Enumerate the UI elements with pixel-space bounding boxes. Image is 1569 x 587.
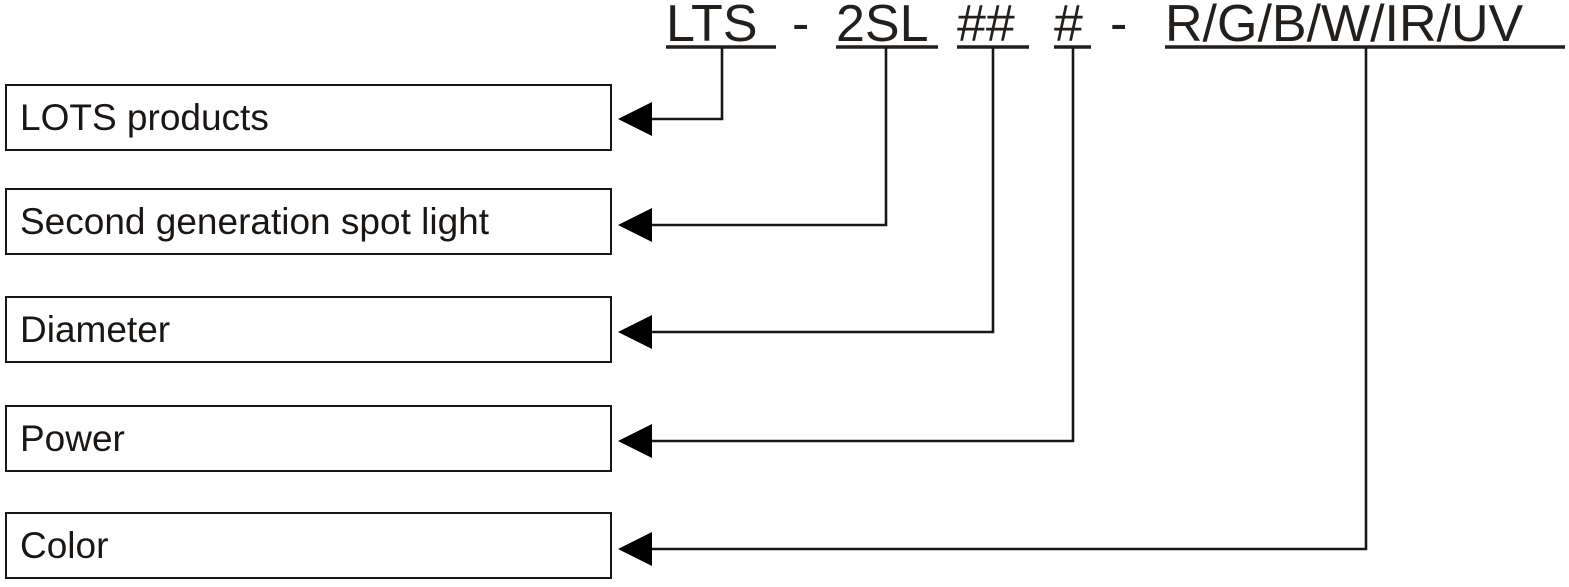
callout-box-spot-light: Second generation spot light bbox=[5, 188, 612, 255]
callout-box-color: Color bbox=[5, 512, 612, 579]
callout-label-power: Power bbox=[20, 417, 125, 459]
connector-lots-products bbox=[652, 47, 724, 121]
part-segment-power: # bbox=[1054, 0, 1083, 53]
callout-label-spot-light: Second generation spot light bbox=[20, 200, 490, 242]
arrowhead-power bbox=[618, 424, 652, 458]
callout-connectors bbox=[652, 47, 1368, 551]
arrowhead-lots-products bbox=[618, 102, 652, 136]
callout-box-lots-products: LOTS products bbox=[5, 84, 612, 151]
part-segment-prefix: LTS bbox=[666, 0, 758, 53]
connector-color bbox=[652, 47, 1368, 551]
callout-arrowheads bbox=[618, 102, 652, 566]
callout-box-power: Power bbox=[5, 405, 612, 472]
part-separator-dash-2: - bbox=[1110, 0, 1128, 53]
callout-label-diameter: Diameter bbox=[20, 308, 171, 350]
arrowhead-diameter bbox=[618, 315, 652, 349]
callout-label-color: Color bbox=[20, 524, 109, 566]
callout-label-lots-products: LOTS products bbox=[20, 96, 269, 138]
arrowhead-color bbox=[618, 532, 652, 566]
connector-power bbox=[652, 47, 1075, 443]
part-segment-series: 2SL bbox=[836, 0, 929, 53]
callout-box-diameter: Diameter bbox=[5, 296, 612, 363]
part-segment-color: R/G/B/W/IR/UV bbox=[1165, 0, 1524, 53]
part-segment-diameter: ## bbox=[957, 0, 1015, 53]
part-number-string: LTS - 2SL ## # - R/G/B/W/IR/UV bbox=[0, 0, 1569, 52]
part-separator-dash-1: - bbox=[792, 0, 810, 53]
arrowhead-spot-light bbox=[618, 208, 652, 242]
connector-diameter bbox=[652, 47, 995, 334]
connector-spot-light bbox=[652, 47, 888, 227]
